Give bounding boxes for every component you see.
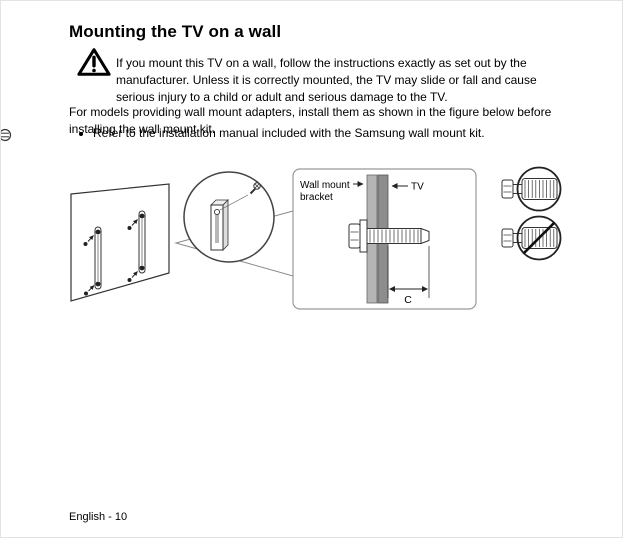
- warning-triangle-icon: [77, 43, 111, 118]
- bracket-label-line2: bracket: [300, 192, 333, 203]
- bracket-label-line1: Wall mount: [300, 180, 350, 191]
- warning-block: If you mount this TV on a wall, follow t…: [77, 43, 550, 118]
- adapter-detail: [210, 199, 229, 251]
- detail-screw-icon: [219, 182, 261, 211]
- wall-mount-adapter-strip-right: [127, 210, 146, 282]
- prohibition-slash: [522, 221, 556, 255]
- page-title: Mounting the TV on a wall: [69, 22, 282, 42]
- detail-callout-box: Wall mount bracket TV: [292, 168, 477, 310]
- wall-mount-adapter-strip-left: [83, 226, 102, 296]
- magnifier-circle: [183, 171, 275, 263]
- tv-label: TV: [411, 182, 424, 193]
- allowed-screw-icon: [501, 166, 562, 212]
- binder-mark-icon: [1, 127, 14, 148]
- tv-rear-panel: [70, 183, 170, 302]
- adapter-screw-diagram: [348, 219, 430, 253]
- warning-text: If you mount this TV on a wall, follow t…: [116, 56, 537, 104]
- dimension-c: C: [387, 246, 430, 306]
- bullet-list: Refer to the installation manual include…: [81, 125, 485, 142]
- wall-mount-figure: Wall mount bracket TV: [61, 153, 581, 318]
- body-paragraph: For models providing wall mount adapters…: [69, 105, 552, 136]
- dimension-label: C: [404, 294, 412, 306]
- prohibited-screw-icon: [501, 215, 562, 261]
- page-footer: English - 10: [69, 511, 128, 523]
- bullet-item: Refer to the installation manual include…: [93, 125, 485, 142]
